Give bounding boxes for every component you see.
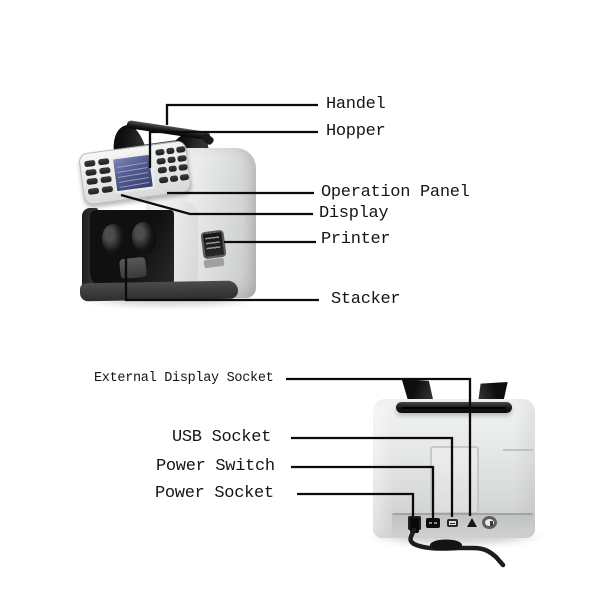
label-display: Display xyxy=(319,204,389,223)
panel-key xyxy=(101,185,114,193)
stacker-wheel-right xyxy=(129,220,159,256)
panel-key xyxy=(100,176,112,184)
label-handel: Handel xyxy=(326,95,386,114)
stacker-wheel-left xyxy=(99,222,129,258)
front-view-illustration xyxy=(78,112,260,308)
label-stacker: Stacker xyxy=(331,290,401,309)
panel-key xyxy=(97,158,110,166)
panel-key xyxy=(158,176,168,184)
usb-socket-part xyxy=(447,519,458,527)
panel-key xyxy=(178,164,188,172)
panel-keys-right xyxy=(155,145,190,184)
front-base xyxy=(79,280,239,302)
panel-keys-left xyxy=(84,158,114,195)
back-view-illustration xyxy=(370,378,548,578)
panel-key xyxy=(155,148,165,156)
display-part xyxy=(110,152,156,194)
label-operation-panel: Operation Panel xyxy=(321,183,470,202)
panel-key xyxy=(156,157,166,165)
label-external-display-socket: External Display Socket xyxy=(94,371,274,386)
stacker-flap xyxy=(119,256,147,280)
power-switch-part xyxy=(426,518,440,528)
panel-key xyxy=(165,147,175,155)
panel-key xyxy=(157,167,167,175)
external-display-socket-part xyxy=(467,518,477,527)
stacker-part xyxy=(90,210,174,290)
panel-key xyxy=(166,156,177,164)
panel-key xyxy=(85,168,97,177)
power-socket-part xyxy=(408,516,421,530)
back-access-panel xyxy=(430,446,479,514)
panel-key xyxy=(169,174,179,182)
label-power-socket: Power Socket xyxy=(155,484,274,503)
panel-key xyxy=(168,165,178,173)
label-power-switch: Power Switch xyxy=(156,457,275,476)
panel-key xyxy=(86,178,99,186)
label-usb-socket: USB Socket xyxy=(172,428,272,447)
back-seam xyxy=(503,449,533,451)
panel-key xyxy=(179,173,190,181)
panel-key xyxy=(84,159,96,168)
hopper-guide-right-back xyxy=(477,382,508,403)
handle-part-back xyxy=(396,402,512,413)
panel-key xyxy=(87,187,100,195)
panel-key xyxy=(99,167,111,175)
label-printer: Printer xyxy=(321,230,391,249)
panel-key xyxy=(177,155,187,163)
panel-key xyxy=(176,145,186,154)
label-hopper: Hopper xyxy=(326,122,386,141)
round-port xyxy=(482,516,497,529)
printer-part xyxy=(200,229,227,260)
